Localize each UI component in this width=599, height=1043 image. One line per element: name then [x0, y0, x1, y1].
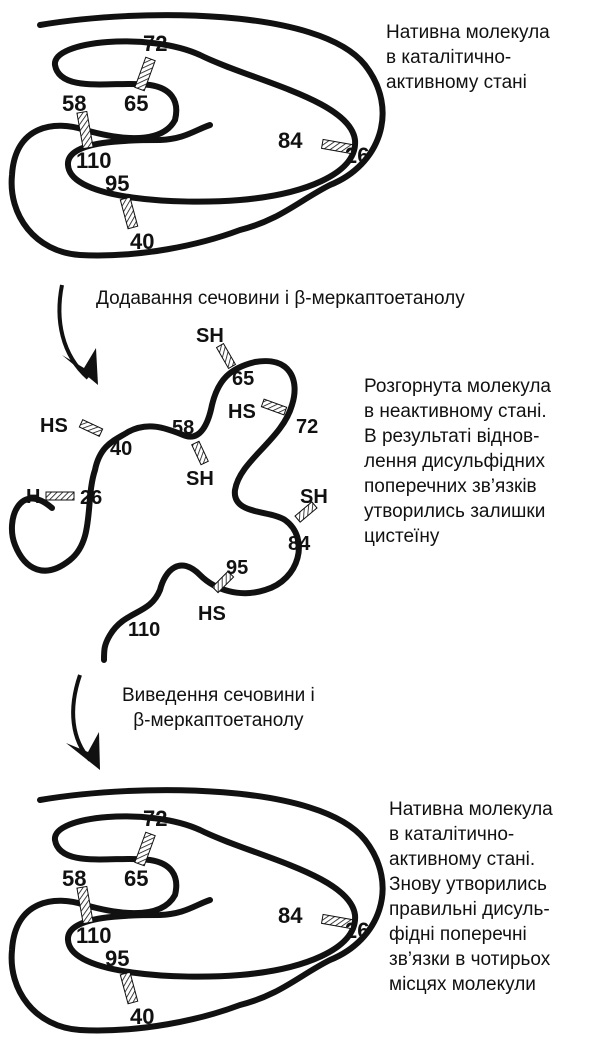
- caption-native-bottom: Нативна молекула в каталітично- активном…: [389, 797, 553, 997]
- caption-line: фідні поперечні: [389, 924, 527, 945]
- thiol-label-h26: H: [26, 486, 40, 508]
- disulfide-bridge-72-65: [134, 831, 156, 867]
- caption-line: в каталітично-: [386, 47, 512, 68]
- chain-outer: [8, 12, 386, 259]
- residue-label-26: 26: [345, 143, 369, 168]
- thiol-label-hs40: HS: [40, 415, 68, 437]
- thiol-58: [191, 440, 209, 466]
- disulfide-bridge-84-26: [320, 913, 354, 930]
- residue-label-84: 84: [278, 128, 303, 153]
- arrow-remove-urea: [66, 674, 100, 770]
- residue-label-110: 110: [76, 923, 112, 948]
- unfolded-molecule: SH 65 HS 72 HS 40 58 SH H 26 SH 84 95 HS…: [8, 325, 328, 663]
- arrow-add-urea: [57, 284, 98, 385]
- residue-label-58: 58: [62, 91, 86, 116]
- disulfide-bridge-58-110: [76, 110, 94, 150]
- residue-label-58: 58: [172, 417, 194, 439]
- caption-line: цистеїну: [364, 526, 440, 547]
- caption-line: місцях молекули: [389, 974, 536, 995]
- caption-unfolded: Розгорнута молекула в неактивному стані.…: [364, 374, 551, 549]
- residue-label-72: 72: [143, 31, 167, 56]
- residue-label-95: 95: [105, 171, 129, 196]
- disulfide-bridge-84-26: [320, 138, 354, 155]
- caption-line: Знову утворились: [389, 874, 547, 895]
- native-molecule-bottom: 72 58 65 84 26 110 95 40: [8, 787, 386, 1034]
- disulfide-bridge-58-110: [76, 885, 94, 925]
- caption-line: активному стані.: [389, 849, 536, 870]
- thiol-label-sh65: SH: [196, 325, 224, 347]
- thiol-label-sh84: SH: [300, 486, 328, 508]
- residue-label-110: 110: [128, 619, 160, 641]
- disulfide-bridge-95-40: [119, 971, 139, 1005]
- thiol-72: [260, 398, 288, 416]
- residue-label-65: 65: [232, 368, 254, 390]
- caption-line: в каталітично-: [389, 824, 515, 845]
- thiol-label-hs95: HS: [198, 603, 226, 625]
- residue-label-72: 72: [296, 416, 318, 438]
- caption-line: утворились залишки: [364, 501, 546, 522]
- residue-label-26: 26: [80, 487, 102, 509]
- chain-unfolded: [8, 358, 302, 663]
- residue-label-40: 40: [110, 438, 132, 460]
- residue-label-110: 110: [76, 148, 112, 173]
- residue-label-65: 65: [124, 866, 148, 891]
- caption-line: лення дисульфідних: [364, 451, 546, 472]
- residue-label-40: 40: [130, 1004, 154, 1029]
- thiol-label-hs72: HS: [228, 401, 256, 423]
- disulfide-bridge-72-65: [134, 56, 156, 92]
- thiol-65: [215, 342, 237, 370]
- caption-line: поперечних зв’язків: [364, 476, 537, 497]
- residue-label-95: 95: [105, 946, 129, 971]
- residue-label-84: 84: [278, 903, 303, 928]
- caption-line: зв’язки в чотирьох: [389, 949, 551, 970]
- caption-line: Нативна молекула: [386, 22, 550, 43]
- chain-outer: [8, 787, 386, 1034]
- caption-line: В результаті віднов-: [364, 426, 540, 447]
- caption-line: активному стані: [386, 72, 527, 93]
- disulfide-bridge-95-40: [119, 196, 139, 230]
- caption-line: Нативна молекула: [389, 799, 553, 820]
- thiol-26: [45, 491, 75, 501]
- arrow-label-add: Додавання сечовини і β-меркаптоетанолу: [96, 288, 465, 309]
- arrow-label-remove: Виведення сечовини і β-меркаптоетанолу: [122, 683, 315, 733]
- arrow-label-line: β-меркаптоетанолу: [133, 710, 304, 731]
- native-molecule-top: 72 58 65 84 26 110 95 40: [8, 12, 386, 259]
- caption-line: Розгорнута молекула: [364, 376, 552, 397]
- caption-line: в неактивному стані.: [364, 401, 547, 422]
- thiol-40: [78, 419, 104, 437]
- residue-label-84: 84: [288, 533, 311, 555]
- residue-label-95: 95: [226, 557, 248, 579]
- residue-label-65: 65: [124, 91, 148, 116]
- residue-label-40: 40: [130, 229, 154, 254]
- residue-label-72: 72: [143, 806, 167, 831]
- residue-label-26: 26: [345, 918, 369, 943]
- caption-line: правильні дисуль-: [389, 899, 550, 920]
- thiol-95: [211, 570, 235, 594]
- thiol-84: [294, 501, 318, 523]
- residue-label-58: 58: [62, 866, 86, 891]
- thiol-label-sh58: SH: [186, 468, 214, 490]
- arrow-label-line: Виведення сечовини і: [122, 685, 315, 706]
- caption-native-top: Нативна молекула в каталітично- активном…: [386, 20, 550, 95]
